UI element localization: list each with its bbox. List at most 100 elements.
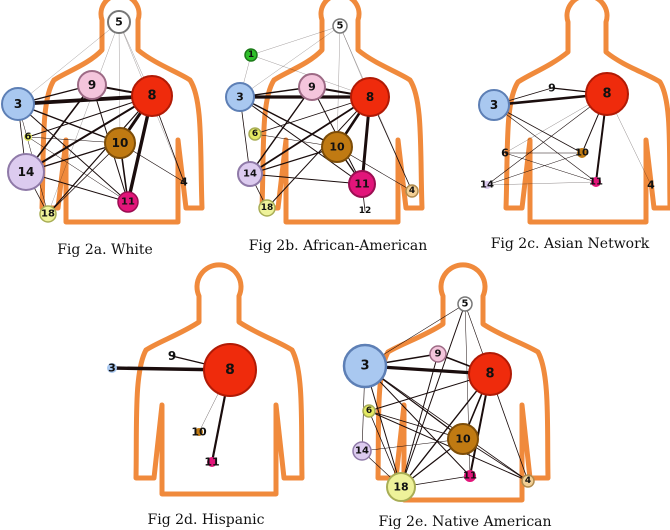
- caption: Fig 2b. African-American: [249, 238, 428, 254]
- node-11: 11: [463, 470, 477, 482]
- node-9-circle: [77, 70, 107, 100]
- node-5: 5: [107, 10, 131, 34]
- node-10-circle: [577, 148, 587, 158]
- node-3: 3: [1, 87, 35, 121]
- node-4-label: 4: [647, 179, 655, 192]
- node-8: 8: [350, 77, 390, 117]
- node-8-circle: [468, 352, 512, 396]
- node-9-circle: [429, 345, 447, 363]
- node-5: 5: [457, 296, 473, 312]
- node-11-label: 11: [463, 471, 477, 482]
- node-10: 10: [321, 131, 353, 163]
- nodes: 5 3 9 8 6 10 1: [342, 296, 535, 502]
- node-5-circle: [457, 296, 473, 312]
- body-outline: [133, 262, 305, 497]
- node-8-circle: [131, 75, 173, 117]
- node-9-label: 9: [548, 82, 556, 95]
- node-9: 9: [77, 70, 107, 100]
- node-10-circle: [195, 428, 203, 436]
- panel-2a: 5 3 9 8 6 10 1: [1, 0, 205, 258]
- node-11: 11: [204, 456, 219, 469]
- node-14: 14: [352, 441, 372, 461]
- node-3: 3: [342, 343, 388, 389]
- node-11-label: 11: [354, 178, 369, 191]
- node-10: 10: [191, 426, 207, 439]
- node-11: 11: [117, 191, 139, 213]
- caption: Fig 2d. Hispanic: [148, 512, 265, 528]
- node-6: 6: [362, 404, 376, 418]
- node-8-label: 8: [366, 90, 374, 104]
- node-4-circle: [521, 474, 535, 488]
- node-14-label: 14: [355, 446, 369, 457]
- node-8-label: 8: [225, 362, 235, 378]
- node-10: 10: [104, 127, 136, 159]
- node-14-circle: [352, 441, 372, 461]
- node-11-circle: [207, 457, 217, 467]
- node-11-circle: [591, 177, 601, 187]
- nodes: 3 9 8 10 11: [107, 343, 257, 469]
- node-5: 5: [332, 18, 348, 34]
- node-6: 6: [501, 147, 509, 160]
- node-14: 14: [7, 153, 45, 191]
- edges: [361, 303, 529, 488]
- node-6: 6: [24, 132, 32, 143]
- body-outline: [259, 0, 425, 225]
- node-4-label: 4: [525, 476, 531, 486]
- node-9-label: 9: [308, 81, 316, 94]
- node-12: 12: [359, 206, 372, 216]
- node-3-label: 3: [236, 91, 244, 104]
- node-9: 9: [168, 349, 176, 363]
- node-5-label: 5: [462, 299, 469, 310]
- node-1-label: 1: [248, 50, 254, 60]
- nodes: 5 3 9 8 6 10 1: [1, 10, 188, 223]
- node-6-label: 6: [366, 406, 372, 416]
- node-9-label: 9: [435, 349, 442, 360]
- node-4-label: 4: [180, 176, 188, 189]
- node-4-circle: [405, 184, 419, 198]
- body-outline: [503, 0, 670, 225]
- node-4: 4: [647, 179, 655, 192]
- node-8-label: 8: [485, 367, 494, 382]
- node-8-label: 8: [602, 87, 611, 102]
- node-11-label: 11: [121, 197, 135, 208]
- node-6-label: 6: [501, 147, 509, 160]
- node-18-label: 18: [393, 481, 408, 494]
- node-18-circle: [39, 205, 57, 223]
- node-3: 3: [107, 362, 117, 375]
- node-9: 9: [548, 82, 556, 95]
- node-5-label: 5: [115, 16, 123, 29]
- panel-2c: 3 9 8 6 10 14 11: [478, 0, 670, 252]
- node-18-circle: [258, 199, 276, 217]
- nodes: 3 9 8 6 10 14 11: [478, 72, 655, 192]
- node-11-label: 11: [589, 177, 603, 188]
- node-10-circle: [104, 127, 136, 159]
- node-3-circle: [478, 89, 510, 121]
- node-12-label: 12: [359, 206, 372, 216]
- caption: Fig 2e. Native American: [378, 514, 551, 530]
- caption: Fig 2a. White: [57, 242, 153, 258]
- node-5-label: 5: [337, 21, 344, 32]
- panel-2e: 5 3 9 8 6 10 1: [342, 262, 552, 530]
- node-9: 9: [298, 73, 326, 101]
- node-3-label: 3: [360, 359, 369, 374]
- node-9-label: 9: [88, 78, 96, 92]
- node-1: 1: [244, 48, 258, 62]
- node-18-circle: [386, 472, 416, 502]
- node-8: 8: [203, 343, 257, 397]
- node-6-label: 6: [252, 129, 258, 139]
- node-6-circle: [24, 133, 32, 141]
- node-3: 3: [225, 82, 255, 112]
- node-14-label: 14: [243, 169, 257, 180]
- node-14-label: 14: [18, 165, 35, 179]
- node-3-label: 3: [14, 97, 22, 111]
- node-3-label: 3: [108, 362, 116, 375]
- panel-2b: 5 1 3 9 8 6 10: [225, 0, 428, 254]
- node-11-circle: [464, 470, 476, 482]
- caption: Fig 2c. Asian Network: [491, 236, 650, 252]
- node-10-label: 10: [191, 426, 207, 439]
- node-14-label: 14: [480, 180, 494, 191]
- node-6-circle: [362, 404, 376, 418]
- node-10: 10: [575, 148, 589, 159]
- node-8: 8: [131, 75, 173, 117]
